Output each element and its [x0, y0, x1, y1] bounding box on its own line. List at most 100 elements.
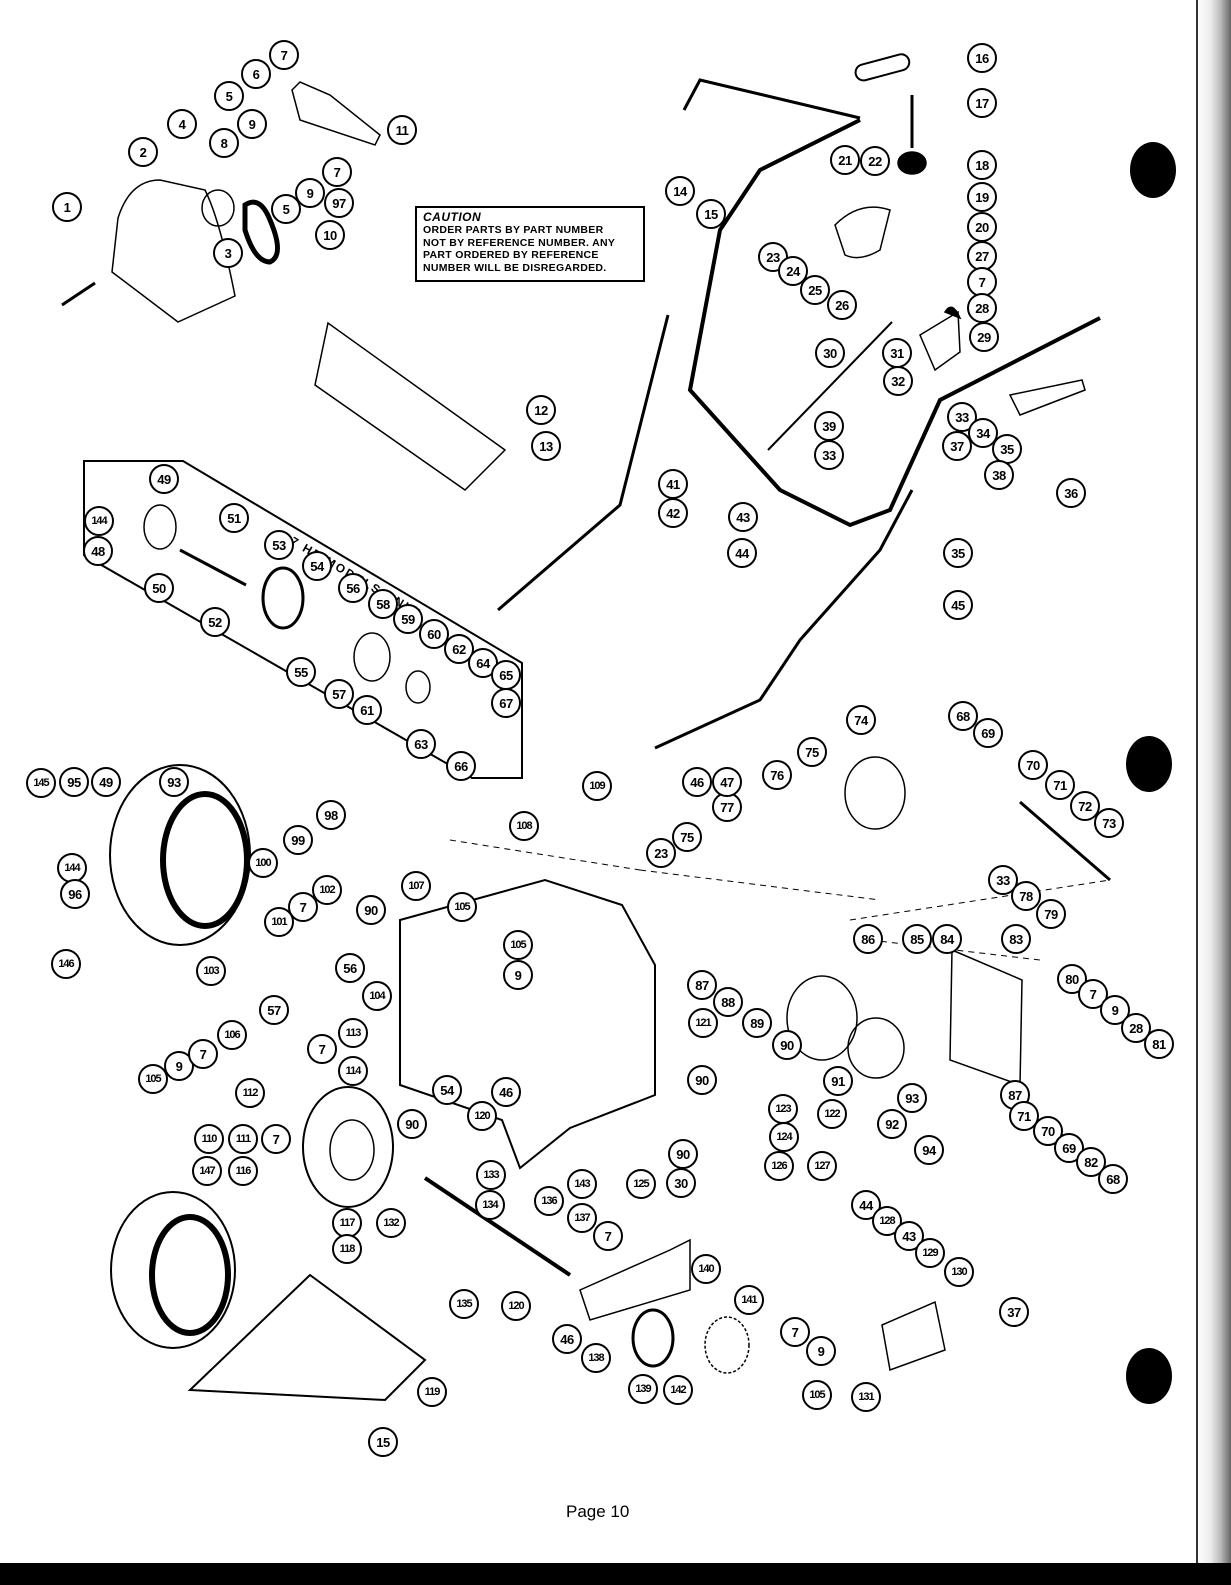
reference-callout-89: 89 — [742, 1008, 772, 1038]
reference-callout-16: 16 — [967, 43, 997, 73]
reference-callout-74: 74 — [846, 705, 876, 735]
reference-callout-136: 136 — [534, 1186, 564, 1216]
reference-callout-105: 105 — [447, 892, 477, 922]
reference-callout-30: 30 — [815, 338, 845, 368]
reference-callout-33: 33 — [947, 402, 977, 432]
reference-callout-94: 94 — [914, 1135, 944, 1165]
reference-callout-43: 43 — [728, 502, 758, 532]
reference-callout-26: 26 — [827, 290, 857, 320]
reference-callout-47: 47 — [712, 767, 742, 797]
reference-callout-88: 88 — [713, 987, 743, 1017]
reference-callout-5: 5 — [214, 81, 244, 111]
reference-callout-37: 37 — [999, 1297, 1029, 1327]
reference-callout-86: 86 — [853, 924, 883, 954]
caution-notice: CAUTION ORDER PARTS BY PART NUMBER NOT B… — [415, 206, 645, 282]
reference-callout-4: 4 — [167, 109, 197, 139]
reference-callout-57: 57 — [259, 995, 289, 1025]
reference-callout-137: 137 — [567, 1203, 597, 1233]
reference-callout-29: 29 — [969, 322, 999, 352]
reference-callout-104: 104 — [362, 981, 392, 1011]
reference-callout-7: 7 — [780, 1317, 810, 1347]
reference-callout-126: 126 — [764, 1151, 794, 1181]
reference-callout-56: 56 — [338, 573, 368, 603]
reference-callout-78: 78 — [1011, 881, 1041, 911]
reference-callout-96: 96 — [60, 879, 90, 909]
reference-callout-7: 7 — [307, 1034, 337, 1064]
caution-line: ORDER PARTS BY PART NUMBER — [423, 224, 604, 236]
reference-callout-11: 11 — [387, 115, 417, 145]
reference-callout-68: 68 — [948, 701, 978, 731]
reference-callout-90: 90 — [397, 1109, 427, 1139]
reference-callout-127: 127 — [807, 1151, 837, 1181]
reference-callout-105: 105 — [802, 1380, 832, 1410]
reference-callout-75: 75 — [672, 822, 702, 852]
reference-callout-48: 48 — [83, 536, 113, 566]
reference-callout-119: 119 — [417, 1377, 447, 1407]
inset-frame — [83, 460, 523, 779]
reference-callout-142: 142 — [663, 1375, 693, 1405]
bolt-drawing — [61, 281, 96, 307]
reference-callout-143: 143 — [567, 1169, 597, 1199]
reference-callout-123: 123 — [768, 1094, 798, 1124]
reference-callout-9: 9 — [503, 960, 533, 990]
reference-callout-102: 102 — [312, 875, 342, 905]
reference-callout-146: 146 — [51, 949, 81, 979]
reference-callout-106: 106 — [217, 1020, 247, 1050]
reference-callout-114: 114 — [338, 1056, 368, 1086]
reference-callout-33: 33 — [814, 440, 844, 470]
reference-callout-90: 90 — [772, 1030, 802, 1060]
reference-callout-50: 50 — [144, 573, 174, 603]
reference-callout-7: 7 — [593, 1221, 623, 1251]
reference-callout-97: 97 — [324, 188, 354, 218]
reference-callout-28: 28 — [967, 293, 997, 323]
reference-callout-81: 81 — [1144, 1029, 1174, 1059]
reference-callout-10: 10 — [315, 220, 345, 250]
reference-callout-112: 112 — [235, 1078, 265, 1108]
reference-callout-111: 111 — [228, 1124, 258, 1154]
reference-callout-138: 138 — [581, 1343, 611, 1373]
gear-drawing — [261, 566, 305, 630]
reference-callout-98: 98 — [316, 800, 346, 830]
reference-callout-36: 36 — [1056, 478, 1086, 508]
reference-callout-69: 69 — [973, 718, 1003, 748]
reference-callout-49: 49 — [149, 464, 179, 494]
reference-callout-45: 45 — [943, 590, 973, 620]
reference-callout-9: 9 — [295, 178, 325, 208]
caution-line: NOT BY REFERENCE NUMBER. ANY — [423, 236, 616, 249]
reference-callout-35: 35 — [992, 434, 1022, 464]
reference-callout-110: 110 — [194, 1124, 224, 1154]
reference-callout-92: 92 — [877, 1109, 907, 1139]
reference-callout-63: 63 — [406, 729, 436, 759]
reference-callout-46: 46 — [491, 1077, 521, 1107]
reference-callout-107: 107 — [401, 871, 431, 901]
reference-callout-77: 77 — [712, 792, 742, 822]
reference-callout-134: 134 — [475, 1190, 505, 1220]
reference-callout-133: 133 — [476, 1160, 506, 1190]
reference-callout-44: 44 — [727, 538, 757, 568]
reference-callout-66: 66 — [446, 751, 476, 781]
reference-callout-9: 9 — [237, 109, 267, 139]
reference-callout-51: 51 — [219, 503, 249, 533]
reference-callout-108: 108 — [509, 811, 539, 841]
reference-callout-99: 99 — [283, 825, 313, 855]
caution-line: PART ORDERED BY REFERENCE — [423, 249, 599, 261]
reference-callout-52: 52 — [200, 607, 230, 637]
reference-callout-130: 130 — [944, 1257, 974, 1287]
reference-callout-139: 139 — [628, 1374, 658, 1404]
reference-callout-75: 75 — [797, 737, 827, 767]
reference-callout-2: 2 — [128, 137, 158, 167]
bottom-plate-drawing — [187, 1273, 427, 1402]
reference-callout-85: 85 — [902, 924, 932, 954]
reference-callout-54: 54 — [302, 551, 332, 581]
scan-bottom-edge — [0, 1563, 1231, 1585]
caution-title: CAUTION — [423, 210, 482, 224]
reference-callout-105: 105 — [138, 1064, 168, 1094]
reference-callout-80: 80 — [1057, 964, 1087, 994]
reference-callout-135: 135 — [449, 1289, 479, 1319]
reference-callout-90: 90 — [668, 1139, 698, 1169]
reference-callout-46: 46 — [552, 1324, 582, 1354]
reference-callout-54: 54 — [432, 1075, 462, 1105]
chassis-drawing — [399, 878, 656, 1170]
